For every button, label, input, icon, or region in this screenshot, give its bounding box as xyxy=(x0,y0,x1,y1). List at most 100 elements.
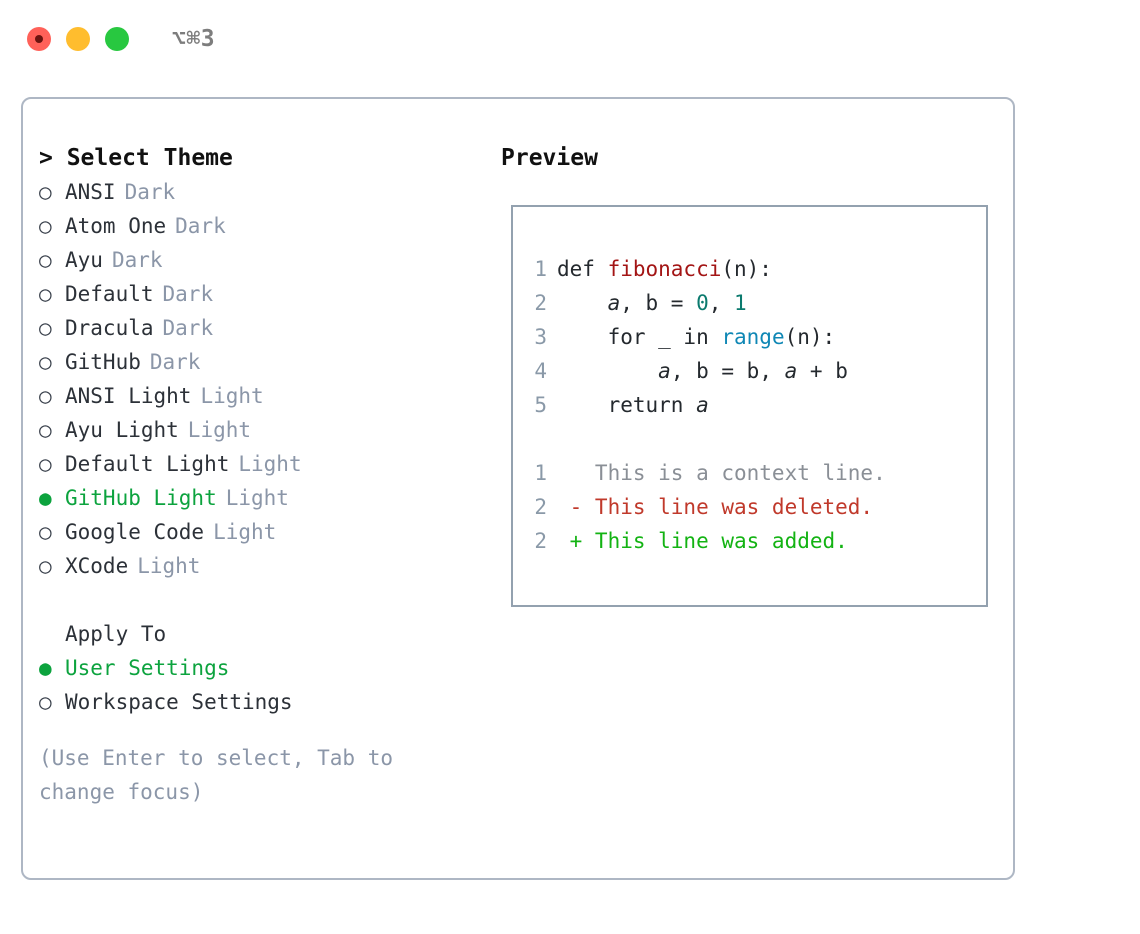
code-line-number: 2 xyxy=(534,291,547,315)
theme-option-github[interactable]: ○ GitHub Dark xyxy=(39,345,499,379)
theme-option-category: Dark xyxy=(149,350,201,374)
code-line: 4 a, b = b, a + b xyxy=(525,354,986,388)
close-button[interactable] xyxy=(27,27,51,51)
theme-option-default[interactable]: ○ Default Dark xyxy=(39,277,499,311)
apply-to-list[interactable]: ●User Settings○Workspace Settings xyxy=(39,651,499,719)
code-token-plain xyxy=(557,291,608,315)
code-token-call: range xyxy=(721,325,785,349)
code-token-plain: (n): xyxy=(721,257,772,281)
code-token-num: 1 xyxy=(734,291,747,315)
diff-line-text: This is a context line. xyxy=(557,461,886,485)
radio-unselected-icon: ○ xyxy=(39,282,52,306)
code-token-num: 0 xyxy=(696,291,709,315)
code-token-plain: (n): xyxy=(784,325,836,349)
select-theme-heading: > Select Theme xyxy=(39,145,233,171)
theme-option-category: Dark xyxy=(111,248,163,272)
preview-heading: Preview xyxy=(501,145,598,171)
theme-option-label: Google Code xyxy=(65,520,205,544)
code-token-plain: , b = xyxy=(620,291,697,315)
theme-option-label: Ayu xyxy=(65,248,103,272)
code-token-var: a xyxy=(784,359,798,383)
code-token-var: a xyxy=(696,393,709,417)
apply-to-option-label: Workspace Settings xyxy=(65,690,293,714)
radio-unselected-icon: ○ xyxy=(39,350,52,374)
title-bar: ⌥⌘3 xyxy=(0,0,1140,78)
code-token-plain: , b = b, xyxy=(670,359,785,383)
theme-option-ansi[interactable]: ○ ANSI Dark xyxy=(39,175,499,209)
radio-unselected-icon: ○ xyxy=(39,554,52,578)
window-controls xyxy=(27,27,129,51)
radio-selected-icon: ● xyxy=(39,486,52,510)
code-token-fn: fibonacci xyxy=(607,257,722,281)
theme-option-label: ANSI Light xyxy=(65,384,192,408)
radio-unselected-icon: ○ xyxy=(39,452,52,476)
diff-line-text: + This line was added. xyxy=(557,529,848,553)
code-line: 2 a, b = 0, 1 xyxy=(525,286,986,320)
theme-option-xcode[interactable]: ○ XCode Light xyxy=(39,549,499,583)
diff-line-number: 1 xyxy=(534,461,547,485)
code-token-plain: for _ in xyxy=(557,325,722,349)
code-blank-line xyxy=(525,422,986,456)
code-line: 5 return a xyxy=(525,388,986,422)
theme-option-category: Light xyxy=(225,486,289,510)
theme-option-category: Light xyxy=(137,554,201,578)
theme-option-label: Ayu Light xyxy=(65,418,179,442)
code-token-var: a xyxy=(607,291,621,315)
theme-option-category: Light xyxy=(213,520,277,544)
theme-option-label: XCode xyxy=(65,554,129,578)
radio-selected-icon: ● xyxy=(39,656,52,680)
theme-option-github-light[interactable]: ● GitHub Light Light xyxy=(39,481,499,515)
code-line-number: 3 xyxy=(534,325,547,349)
list-spacer xyxy=(39,583,499,617)
radio-unselected-icon: ○ xyxy=(39,248,52,272)
theme-option-label: GitHub Light xyxy=(65,486,217,510)
diff-line-number: 2 xyxy=(534,495,547,519)
theme-option-label: Default xyxy=(65,282,154,306)
theme-option-category: Dark xyxy=(162,282,214,306)
code-line-number: 4 xyxy=(534,359,547,383)
apply-to-option-workspace-settings[interactable]: ○Workspace Settings xyxy=(39,685,499,719)
theme-option-label: ANSI xyxy=(65,180,116,204)
maximize-button[interactable] xyxy=(105,27,129,51)
code-line-number: 5 xyxy=(534,393,547,417)
minimize-button[interactable] xyxy=(66,27,90,51)
diff-line-ctx: 1 This is a context line. xyxy=(525,456,986,490)
radio-unselected-icon: ○ xyxy=(39,180,52,204)
code-line-number: 1 xyxy=(534,257,547,281)
theme-option-category: Dark xyxy=(162,316,214,340)
theme-option-ayu[interactable]: ○ Ayu Dark xyxy=(39,243,499,277)
code-line: 3 for _ in range(n): xyxy=(525,320,986,354)
theme-option-ayu-light[interactable]: ○ Ayu Light Light xyxy=(39,413,499,447)
code-token-var: a xyxy=(658,359,671,383)
theme-option-category: Dark xyxy=(175,214,226,238)
diff-line-number: 2 xyxy=(534,529,547,553)
theme-option-label: Default Light xyxy=(65,452,230,476)
code-token-plain: , xyxy=(708,291,735,315)
theme-option-label: GitHub xyxy=(65,350,141,374)
diff-sample: 1 This is a context line. 2 - This line w… xyxy=(525,456,986,558)
diff-line-text: - This line was deleted. xyxy=(557,495,874,519)
theme-option-category: Light xyxy=(187,418,252,442)
code-token-plain xyxy=(557,359,658,383)
diff-line-add: 2 + This line was added. xyxy=(525,524,986,558)
theme-option-category: Dark xyxy=(124,180,176,204)
apply-to-option-user-settings[interactable]: ●User Settings xyxy=(39,651,499,685)
keyboard-shortcut-label: ⌥⌘3 xyxy=(172,26,216,52)
radio-unselected-icon: ○ xyxy=(39,316,52,340)
apply-to-heading: Apply To xyxy=(65,622,167,646)
code-token-plain: + b xyxy=(797,359,848,383)
radio-unselected-icon: ○ xyxy=(39,418,52,442)
